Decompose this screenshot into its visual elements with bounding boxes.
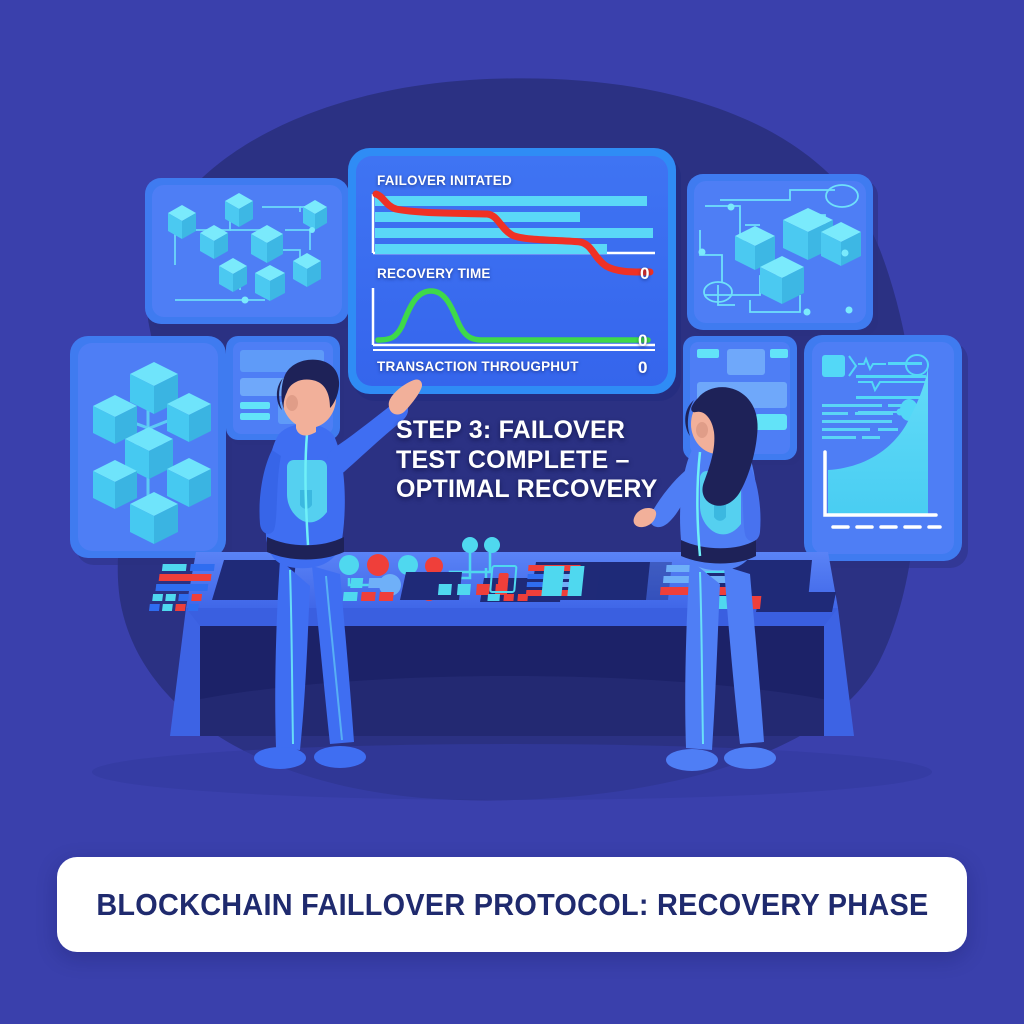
screen-top-right[interactable]: [687, 174, 878, 336]
screen-left-tall[interactable]: [70, 336, 232, 565]
operator-standing[interactable]: [633, 387, 776, 771]
caption-card: BLOCKCHAIN FAILLOVER PROTOCOL: RECOVERY …: [57, 857, 967, 952]
caption-title: BLOCKCHAIN FAILLOVER PROTOCOL: RECOVERY …: [95, 886, 929, 922]
bar-node-d: [375, 244, 607, 254]
floor-shadow: [92, 744, 932, 800]
node-cubes-topleft: [168, 193, 327, 304]
operator-hair: [281, 359, 340, 409]
operator-hand: [388, 379, 423, 415]
console-keypad-left[interactable]: [148, 560, 296, 611]
failover-latency-line: [372, 190, 654, 276]
operator-pointing[interactable]: [254, 359, 423, 769]
main-monitor[interactable]: [348, 148, 681, 401]
recovery-time-line: [375, 288, 651, 343]
console-round-buttons[interactable]: [339, 554, 418, 596]
operator-belt: [267, 537, 344, 560]
desk-edge: [186, 608, 838, 626]
bar-node-a: [375, 196, 647, 206]
operator2-hand: [633, 508, 657, 528]
operator2-hair: [691, 387, 758, 506]
control-console[interactable]: [148, 537, 854, 736]
chart-failover: [371, 190, 655, 276]
chart-recovery: [371, 288, 655, 351]
screen-top-left[interactable]: [145, 178, 354, 330]
console-tile-midright[interactable]: [541, 562, 672, 600]
screen-right-tall[interactable]: [804, 335, 968, 568]
